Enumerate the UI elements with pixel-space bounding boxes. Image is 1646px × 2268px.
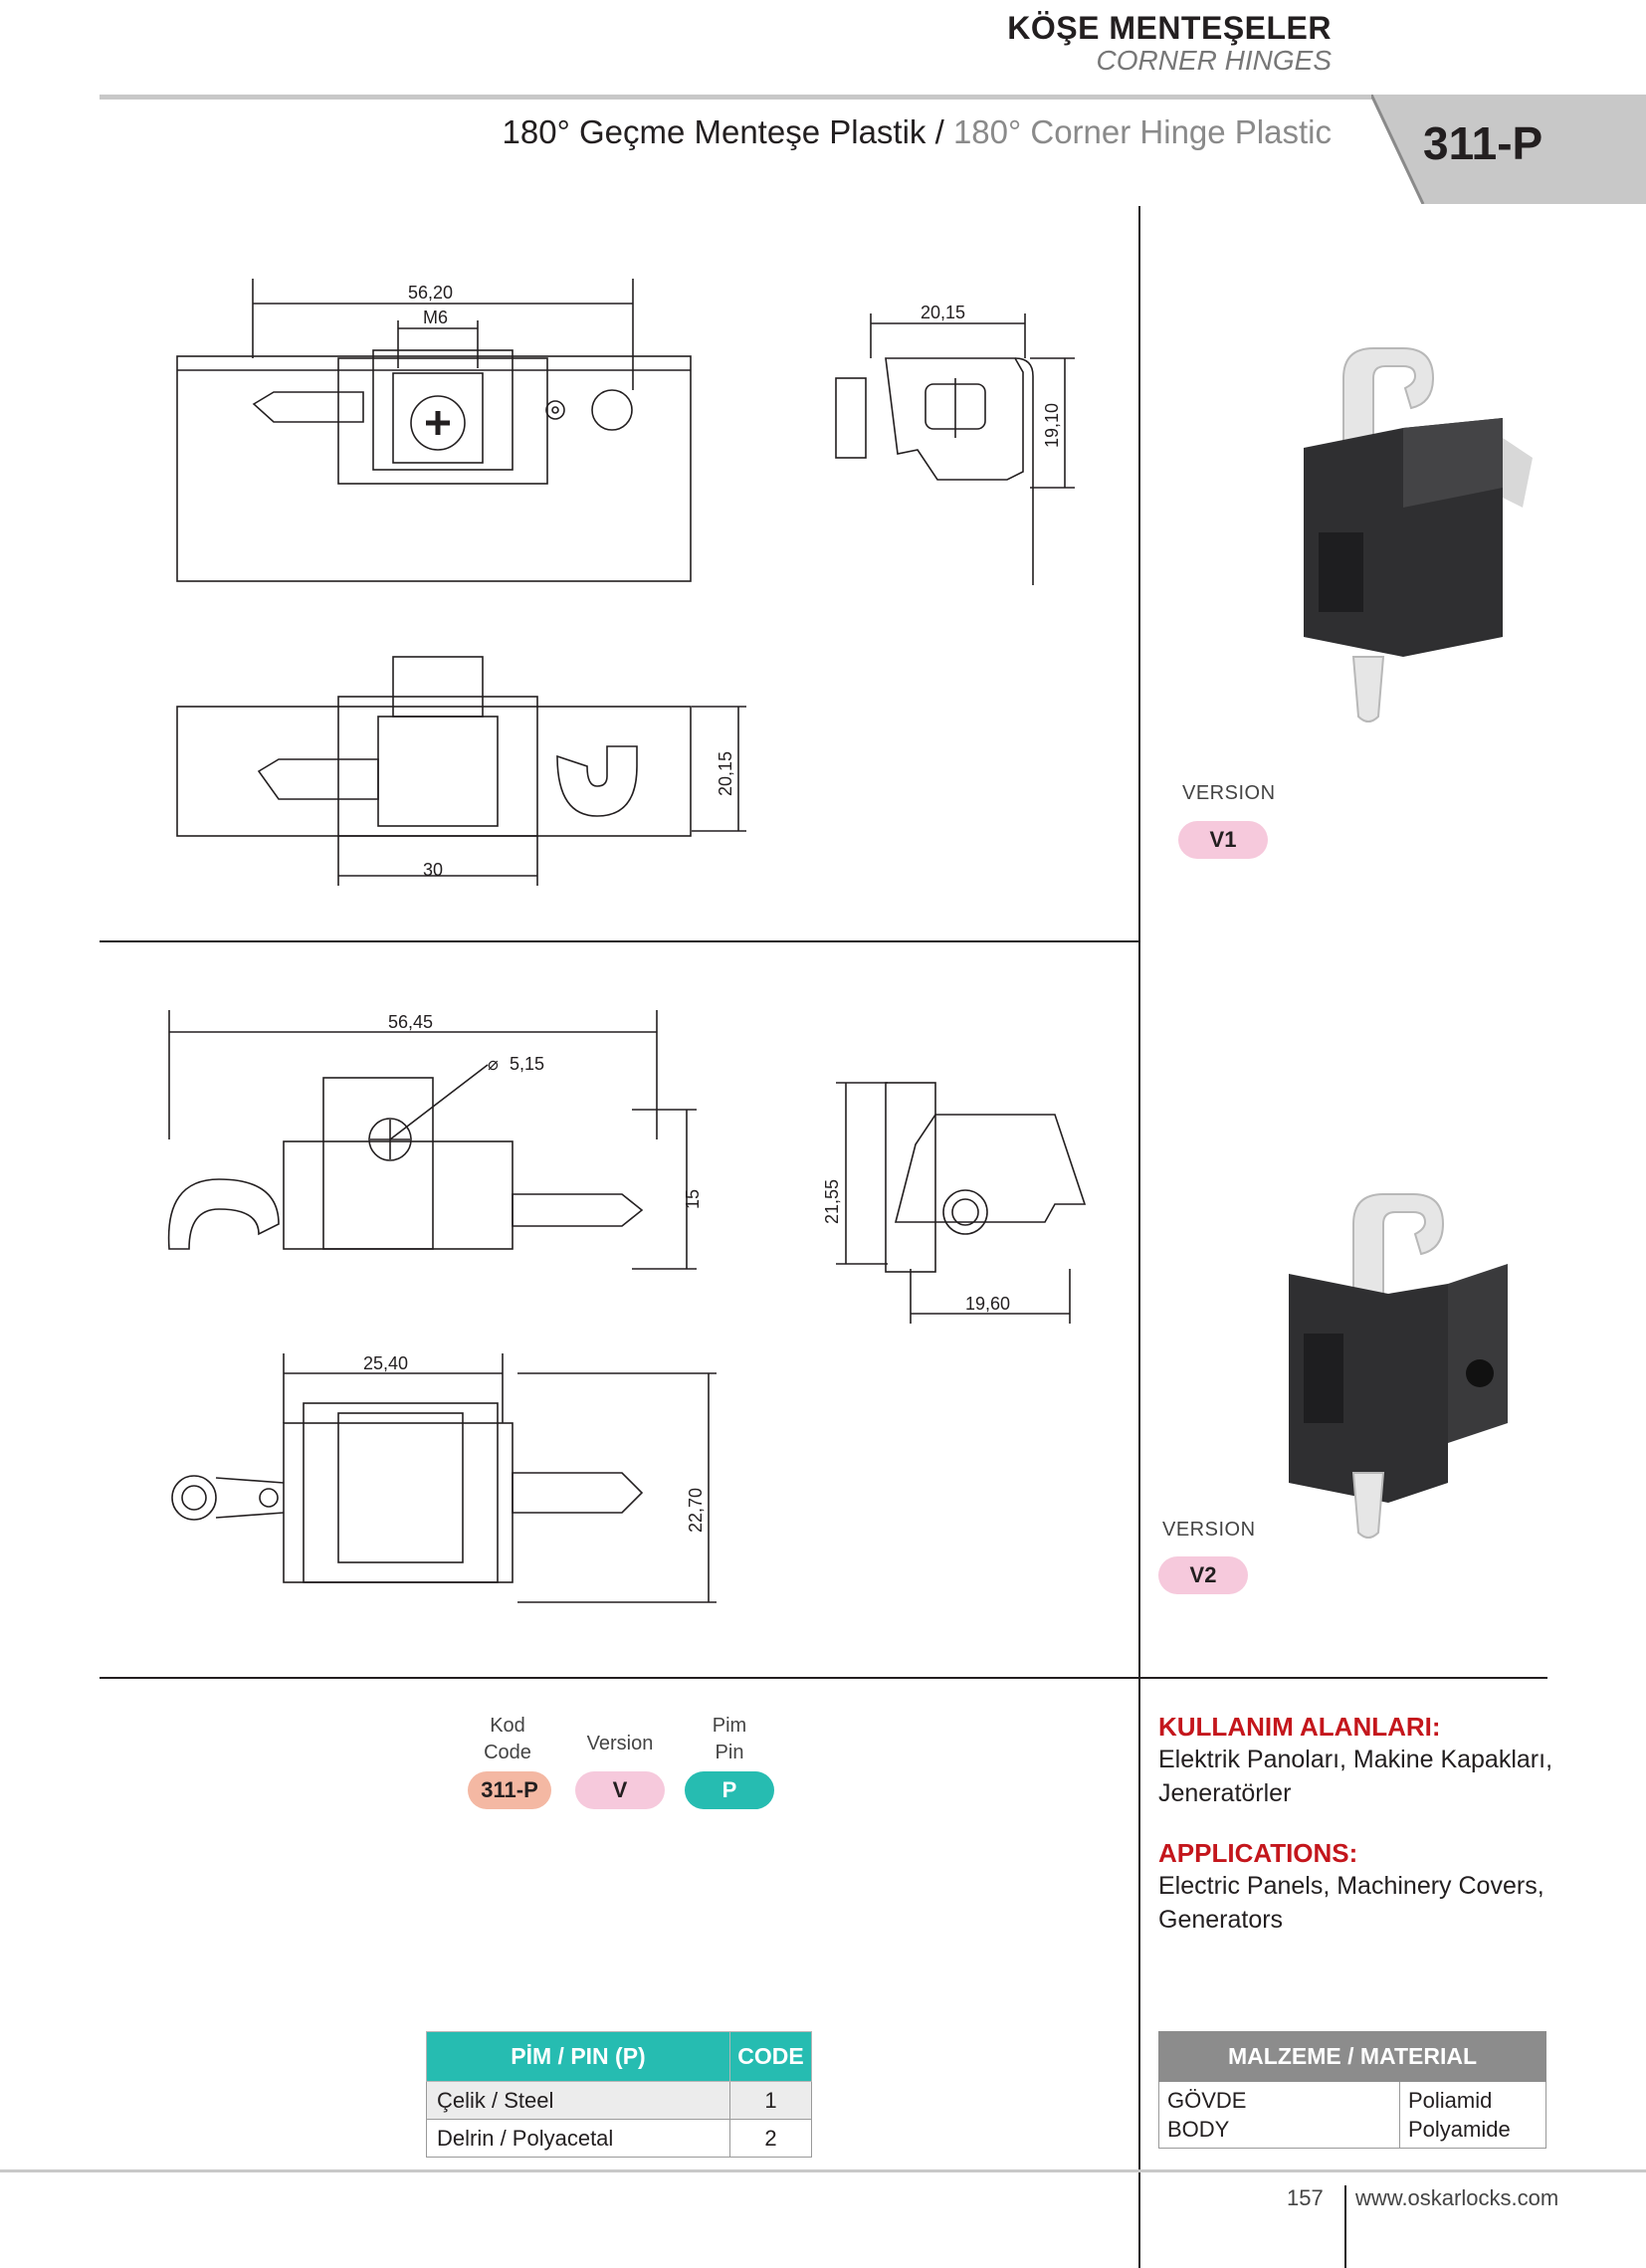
dim-hole-dia: 5,15 (510, 1054, 544, 1074)
material-value-en: Polyamide (1408, 2117, 1511, 2142)
page-number: 157 (1287, 2185, 1324, 2210)
material-table: MALZEME / MATERIAL GÖVDE BODY Poliamid P… (1158, 2031, 1546, 2149)
dim-side-height-v1: 19,10 (1042, 403, 1062, 448)
v2-bottom-view-drawing: 25,40 22,70 (171, 1353, 717, 1603)
dim-thread: M6 (423, 308, 448, 327)
dim-side-width-v2: 19,60 (965, 1294, 1010, 1314)
pin-label-tr: Pim (712, 1715, 747, 1737)
dim-front-height-v1: 20,15 (716, 751, 735, 796)
dim-front-width-v1: 30 (423, 860, 443, 880)
header-rule (100, 95, 1373, 100)
pin-table-header-code: CODE (729, 2031, 812, 2082)
applications-heading-tr: KULLANIM ALANLARI: (1158, 1712, 1441, 1742)
product-code-tab-shape (1371, 95, 1646, 204)
v1-top-view-drawing: 56,20 M6 (176, 279, 692, 582)
dim-side-height-v2: 21,55 (822, 1179, 842, 1224)
lower-divider (100, 1677, 1547, 1679)
code-label-en: Code (484, 1742, 531, 1763)
product-subtitle-tr: 180° Geçme Menteşe Plastik / (502, 113, 944, 150)
pin-code-badge: P (685, 1771, 774, 1809)
material-table-header: MALZEME / MATERIAL (1158, 2031, 1546, 2082)
table-row: Delrin / Polyacetal 2 (426, 2119, 812, 2158)
code-badge: 311-P (468, 1771, 551, 1809)
applications-text-en-2: Generators (1158, 1906, 1284, 1934)
dim-bottom-width-v2: 25,40 (363, 1353, 408, 1373)
pin-table: PİM / PIN (P) CODE Çelik / Steel 1 Delri… (426, 2031, 812, 2158)
applications-text-tr-2: Jeneratörler (1158, 1779, 1292, 1807)
material-part: GÖVDE BODY (1158, 2081, 1400, 2149)
product-code: 311-P (1423, 117, 1543, 169)
v2-top-view-drawing: 56,45 ⌀ 5,15 15 (167, 1010, 703, 1270)
material-table-title: MALZEME / MATERIAL (1158, 2031, 1546, 2082)
pin-code-2: 2 (729, 2119, 812, 2158)
section-title: KÖŞE MENTEŞELER CORNER HINGES (1007, 10, 1332, 77)
product-subtitle: 180° Geçme Menteşe Plastik / 180° Corner… (503, 113, 1332, 151)
version-label-v2: VERSION (1162, 1519, 1256, 1541)
material-part-tr: GÖVDE (1167, 2088, 1247, 2113)
v2-product-image (1289, 1193, 1508, 1539)
version-badge-v2: V2 (1158, 1556, 1248, 1594)
website-link[interactable]: www.oskarlocks.com (1355, 2185, 1559, 2210)
pin-table-header: PİM / PIN (P) CODE (426, 2031, 812, 2082)
pin-code-1: 1 (729, 2081, 812, 2120)
pin-label-en: Pin (715, 1742, 744, 1763)
material-part-en: BODY (1167, 2117, 1230, 2142)
table-row: Çelik / Steel 1 (426, 2081, 812, 2120)
applications-heading-en: APPLICATIONS: (1158, 1838, 1358, 1868)
v1-product-image (1304, 347, 1533, 722)
product-subtitle-en: 180° Corner Hinge Plastic (952, 113, 1332, 150)
section-title-tr: KÖŞE MENTEŞELER (1007, 10, 1332, 46)
version-label-v1: VERSION (1182, 782, 1276, 804)
v1-side-view-drawing: 20,15 19,10 (835, 303, 1075, 585)
table-row: GÖVDE BODY Poliamid Polyamide (1158, 2081, 1546, 2149)
dim-height-v2: 15 (683, 1189, 703, 1209)
dim-side-width-v1: 20,15 (921, 303, 965, 322)
version-code-label: Version (586, 1733, 654, 1754)
applications-text-en-1: Electric Panels, Machinery Covers, (1158, 1872, 1544, 1900)
column-divider (1138, 206, 1140, 2268)
dim-width-top-v1: 56,20 (408, 283, 453, 303)
applications-text-tr-1: Elektrik Panoları, Makine Kapakları, (1158, 1746, 1553, 1773)
applications-block: KULLANIM ALANLARI: Elektrik Panoları, Ma… (1158, 1712, 1596, 1937)
v1-v2-divider (100, 940, 1139, 942)
material-value: Poliamid Polyamide (1399, 2081, 1546, 2149)
footer-separator (1344, 2185, 1346, 2268)
dim-bottom-height-v2: 22,70 (686, 1488, 706, 1533)
code-label-tr: Kod (490, 1715, 525, 1737)
v2-side-view-drawing: 21,55 19,60 (822, 1082, 1087, 1324)
dim-width-top-v2: 56,45 (388, 1012, 433, 1032)
diameter-symbol: ⌀ (488, 1054, 499, 1074)
version-code-badge: V (575, 1771, 665, 1809)
pin-label: Pim Pin (685, 1713, 774, 1766)
pin-material-2: Delrin / Polyacetal (426, 2119, 730, 2158)
product-code-tab: 311-P (1371, 95, 1646, 204)
v1-front-view-drawing: 30 20,15 (176, 656, 746, 886)
pin-table-header-pin: PİM / PIN (P) (426, 2031, 730, 2082)
footer-rule (0, 2169, 1646, 2172)
code-label: Kod Code (468, 1713, 547, 1766)
material-value-tr: Poliamid (1408, 2088, 1493, 2113)
pin-material-1: Çelik / Steel (426, 2081, 730, 2120)
version-badge-v1: V1 (1178, 821, 1268, 859)
section-title-en: CORNER HINGES (1096, 45, 1332, 76)
